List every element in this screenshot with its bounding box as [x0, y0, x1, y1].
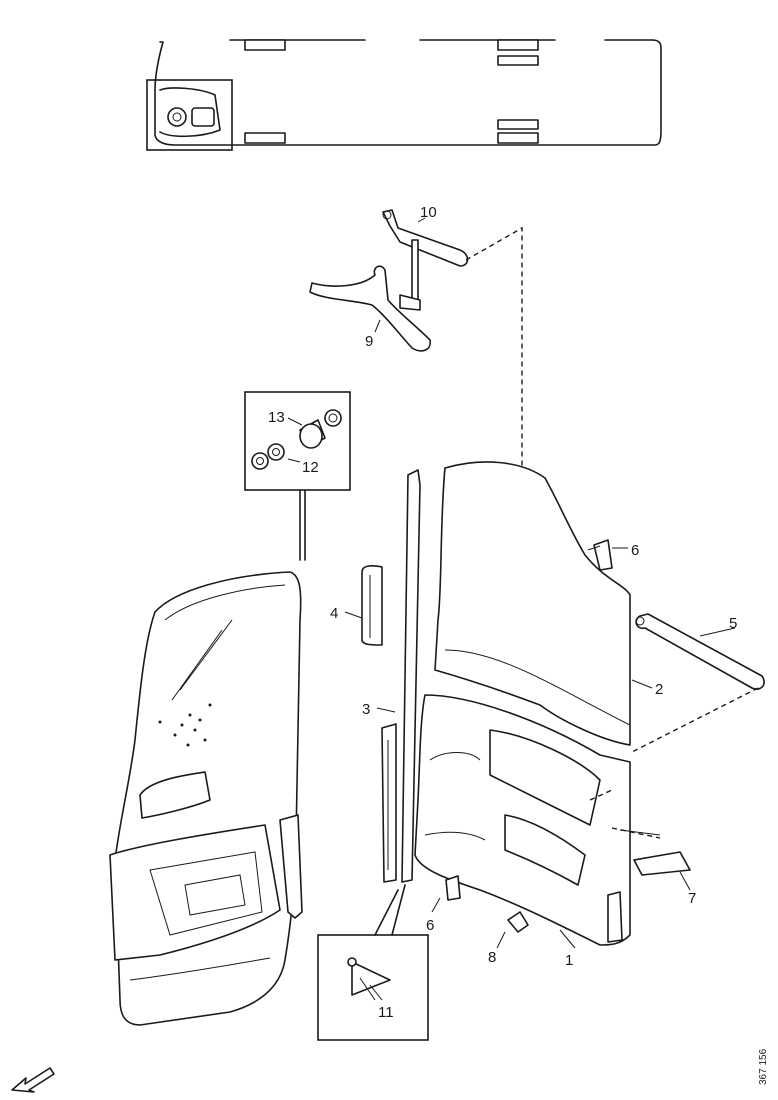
callout-4: 4 — [330, 605, 338, 622]
callout-11: 11 — [378, 1004, 394, 1021]
reference-code: 367 156 — [758, 1048, 769, 1085]
bracket-10 — [382, 209, 469, 306]
rod-5 — [635, 613, 765, 690]
bracket-9 — [309, 265, 432, 352]
callout-2: 2 — [655, 681, 663, 698]
callout-6-upper: 6 — [631, 542, 639, 559]
detail-frame — [146, 79, 233, 151]
callout-7: 7 — [688, 890, 696, 907]
detail-box-12-13 — [244, 391, 351, 491]
front-door — [109, 571, 303, 1026]
callout-12: 12 — [302, 459, 319, 476]
callout-6-lower: 6 — [426, 917, 434, 934]
door-panel-1 — [414, 694, 631, 946]
door-panel-2 — [434, 461, 631, 746]
detail-box-11 — [317, 934, 429, 1041]
clip-6-lower — [445, 875, 461, 901]
callout-3: 3 — [362, 701, 370, 718]
callout-5: 5 — [729, 615, 737, 632]
handle-bar-4 — [361, 565, 383, 646]
callout-9: 9 — [365, 333, 373, 350]
callout-10: 10 — [420, 204, 437, 221]
callout-13: 13 — [268, 409, 285, 426]
bus-overview — [146, 39, 662, 151]
bracket-8 — [507, 911, 529, 933]
callout-8: 8 — [488, 949, 496, 966]
clip-6-upper — [587, 539, 613, 571]
bracket-7 — [619, 829, 691, 876]
door-post-3 — [381, 469, 421, 883]
direction-arrow-icon — [11, 1067, 55, 1093]
callout-1: 1 — [565, 952, 573, 969]
